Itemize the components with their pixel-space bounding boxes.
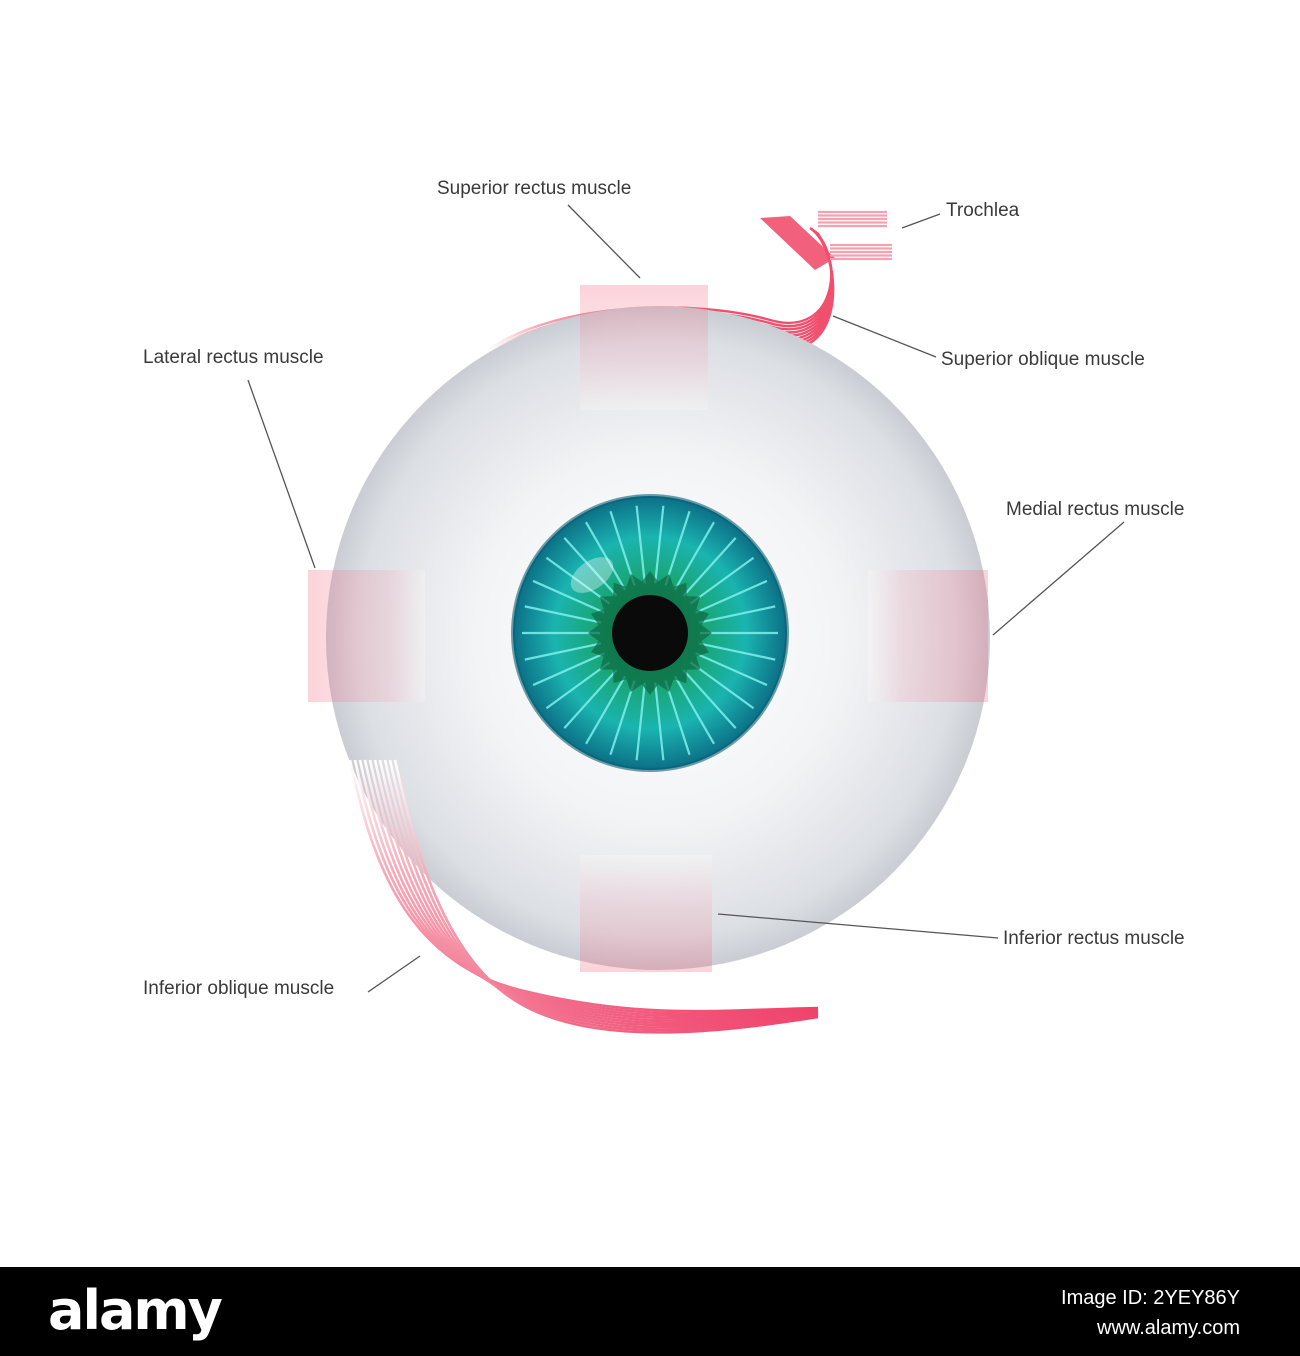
leader-line-medial-rectus xyxy=(992,521,1125,636)
label-superior-oblique: Superior oblique muscle xyxy=(941,349,1145,370)
iris-ray xyxy=(654,505,665,584)
muscle-fiber xyxy=(358,759,819,1018)
muscle-body xyxy=(868,570,988,702)
watermark-footer: alamy Image ID: 2YEY86Y www.alamy.com xyxy=(0,1267,1300,1356)
muscle-fiber xyxy=(353,759,819,1015)
iris-ray xyxy=(635,505,646,584)
iris-ray xyxy=(674,521,715,591)
iris-ray xyxy=(664,680,691,756)
medial-rectus-muscle xyxy=(866,570,990,702)
iris-ray xyxy=(689,556,755,605)
leader-line-superior-oblique xyxy=(832,315,937,358)
iris-ray xyxy=(524,605,602,624)
leader-line-inferior-oblique xyxy=(367,955,421,993)
inferior-rectus-muscle xyxy=(580,853,712,974)
label-inferior-oblique: Inferior oblique muscle xyxy=(143,978,335,999)
muscle-fiber xyxy=(393,759,819,1034)
iris-ray xyxy=(524,642,602,661)
image-id: Image ID: 2YEY86Y xyxy=(1061,1287,1240,1309)
iris-ray xyxy=(609,680,636,756)
iris-ray xyxy=(682,669,737,729)
iris-ray xyxy=(563,669,618,729)
label-superior-rectus: Superior rectus muscle xyxy=(437,178,632,199)
label-lateral-rectus: Lateral rectus muscle xyxy=(143,347,324,368)
iris-rays xyxy=(522,505,778,761)
iris-ray xyxy=(635,682,646,761)
label-trochlea: Trochlea xyxy=(946,200,1020,221)
leader-line-superior-rectus xyxy=(567,204,641,279)
inferior-oblique-muscle xyxy=(348,759,819,1034)
iris-ray xyxy=(532,579,605,614)
iris-ray xyxy=(654,682,665,761)
muscle-fiber xyxy=(383,759,819,1029)
iris-ray xyxy=(695,579,768,614)
eye-illustration xyxy=(247,204,1125,1034)
muscle-fiber xyxy=(348,759,819,1013)
brand-logo: alamy xyxy=(48,1279,223,1342)
trochlea xyxy=(818,210,892,261)
label-inferior-rectus: Inferior rectus muscle xyxy=(1003,928,1185,949)
iris-highlight xyxy=(570,557,614,593)
muscle-fiber xyxy=(368,759,819,1022)
iris-rim xyxy=(511,494,789,772)
superior-oblique-hook xyxy=(760,216,835,270)
iris-ray xyxy=(695,652,768,687)
label-medial-rectus: Medial rectus muscle xyxy=(1006,499,1185,520)
iris-ray xyxy=(545,661,611,710)
muscle-fiber xyxy=(363,759,819,1020)
iris-ray xyxy=(545,556,611,605)
muscle-fiber xyxy=(378,759,819,1027)
stock-site: www.alamy.com xyxy=(1097,1317,1240,1339)
iris-ray xyxy=(674,675,715,745)
iris-ray xyxy=(664,510,691,586)
muscle-body xyxy=(580,855,712,972)
leader-line-inferior-rectus xyxy=(717,913,999,939)
lateral-rectus-muscle xyxy=(306,570,427,702)
muscle-body xyxy=(580,285,708,410)
iris-ray xyxy=(585,521,626,591)
leader-line-trochlea xyxy=(901,213,941,229)
iris-ray xyxy=(585,675,626,745)
iris-ray xyxy=(532,652,605,687)
muscle-body xyxy=(308,570,425,702)
eye-muscles-diagram: Superior rectus muscle Trochlea Lateral … xyxy=(143,178,1185,1034)
iris-ray xyxy=(563,537,618,597)
iris-ray xyxy=(698,605,776,624)
iris-ray xyxy=(698,642,776,661)
leader-line-lateral-rectus xyxy=(247,379,316,569)
iris-ray xyxy=(689,661,755,710)
superior-rectus-muscle xyxy=(580,283,708,412)
iris-ray xyxy=(682,537,737,597)
iris-ray xyxy=(609,510,636,586)
muscle-fiber xyxy=(373,759,819,1025)
pupil xyxy=(612,595,688,671)
